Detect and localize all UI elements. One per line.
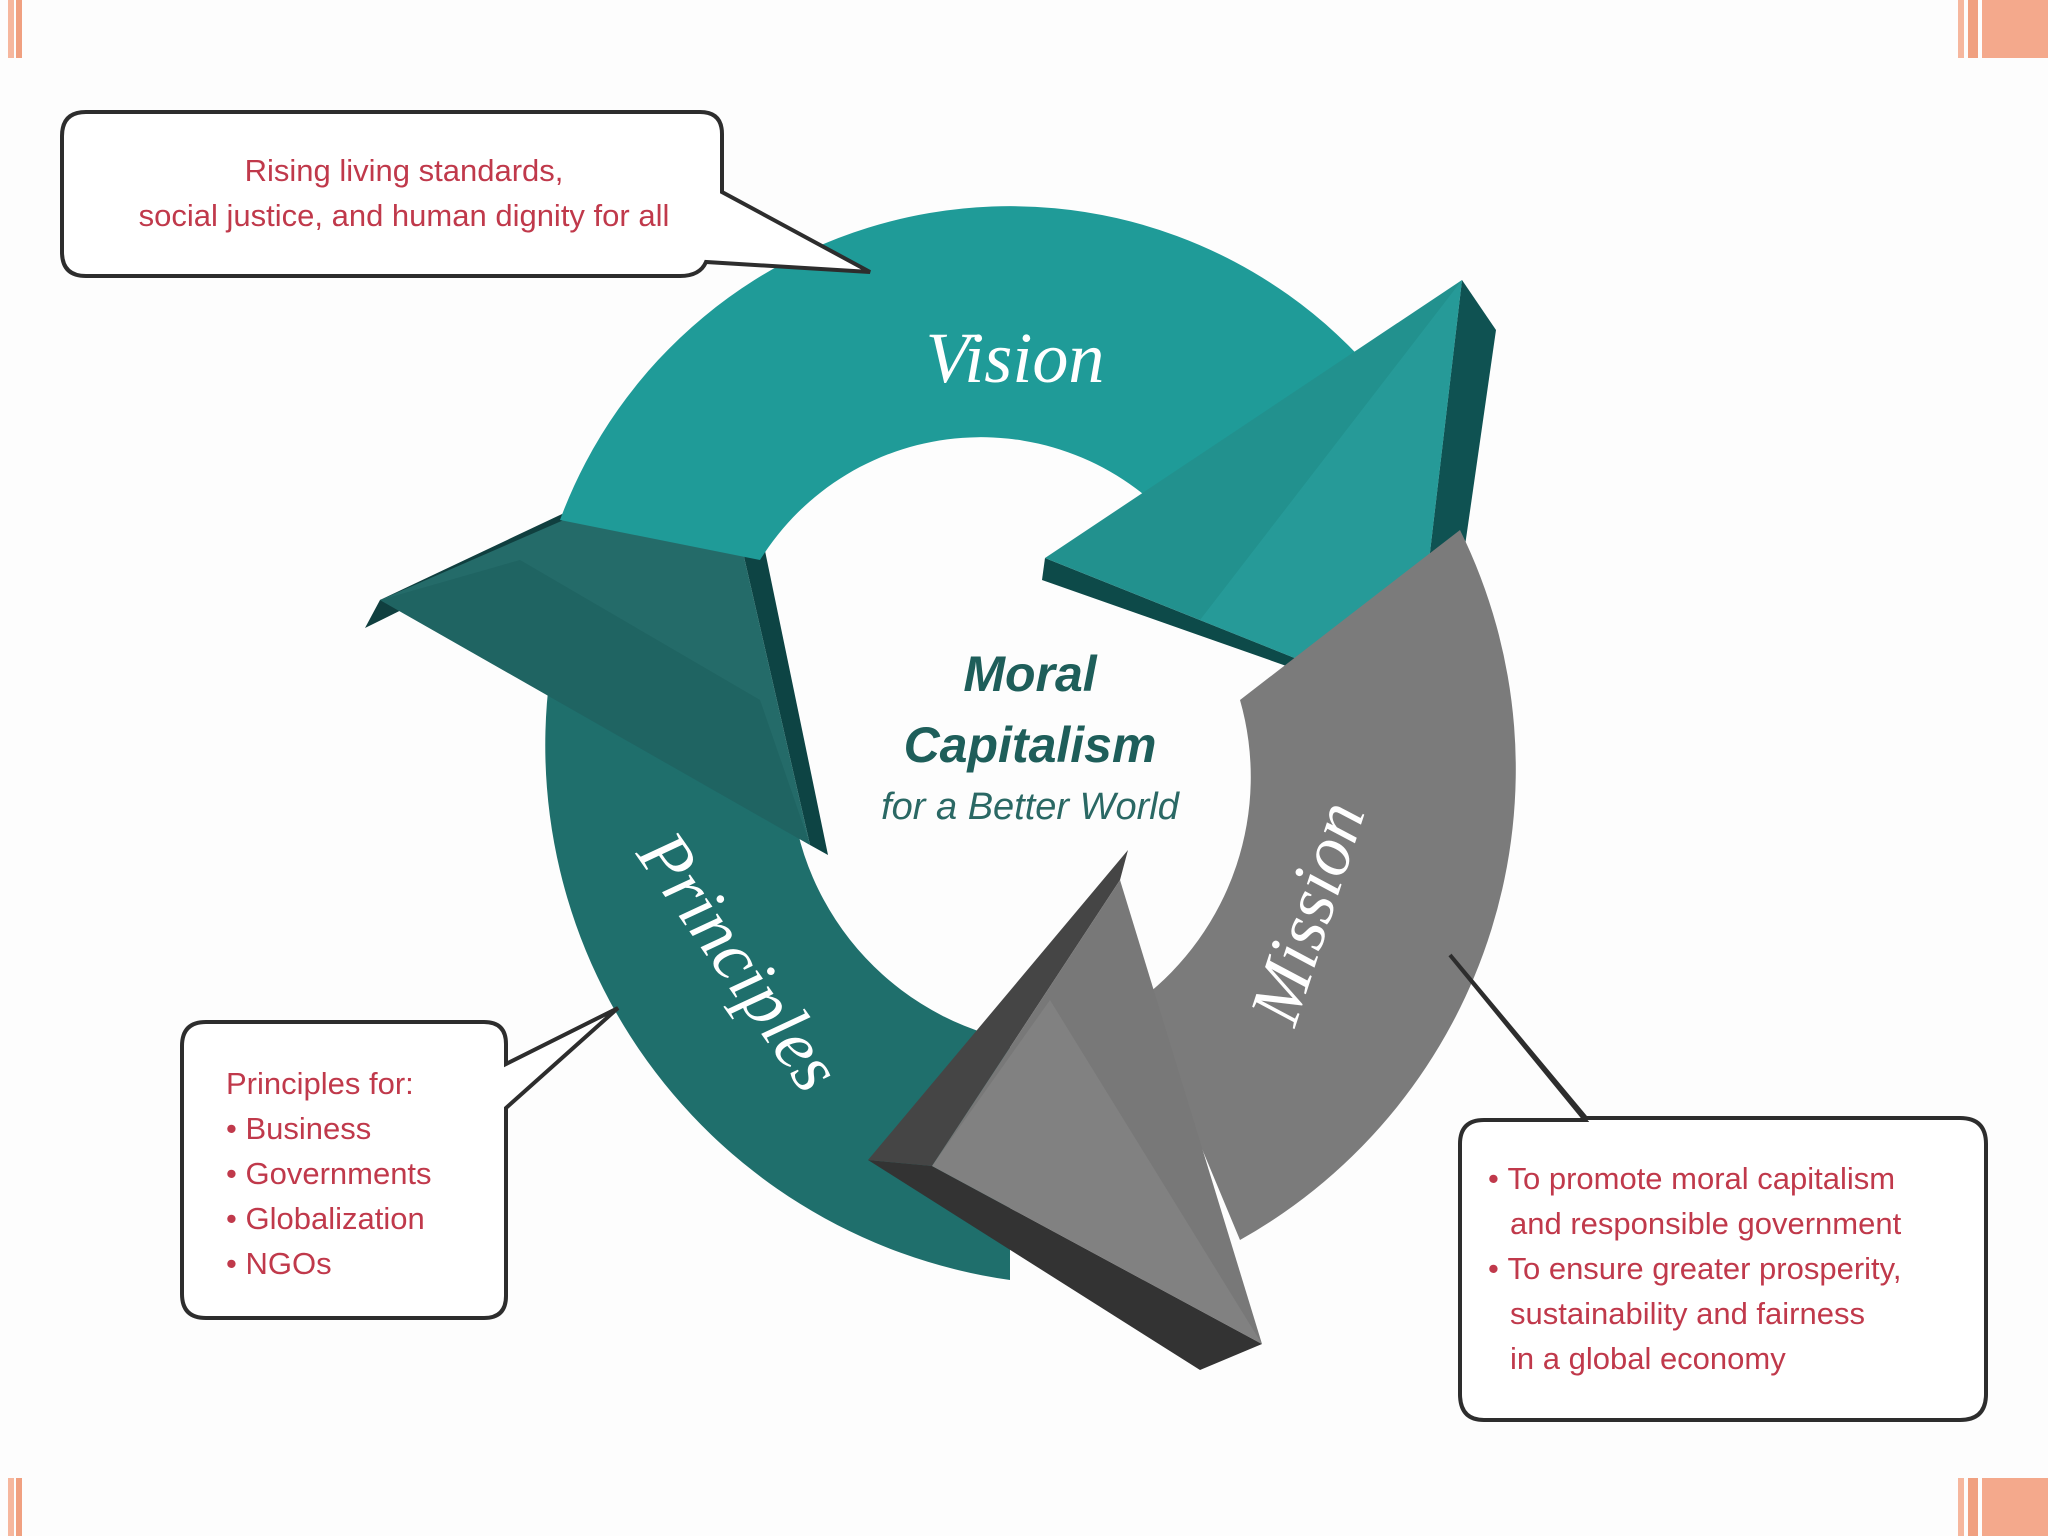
mission-callout-item: To promote moral capitalism bbox=[1488, 1156, 1901, 1201]
principles-callout-text: Principles for: Business Governments Glo… bbox=[226, 1061, 432, 1286]
center-title-line1: Moral bbox=[820, 645, 1240, 703]
mission-callout-item-continued: and responsible government bbox=[1488, 1201, 1901, 1246]
principles-callout-item: Globalization bbox=[226, 1196, 432, 1241]
mission-callout-item-continued: in a global economy bbox=[1488, 1336, 1901, 1381]
vision-label: Vision bbox=[926, 318, 1105, 398]
principles-callout-heading: Principles for: bbox=[226, 1061, 432, 1106]
mission-callout-text: To promote moral capitalism and responsi… bbox=[1488, 1156, 1901, 1381]
principles-callout-item: NGOs bbox=[226, 1241, 432, 1286]
center-subtitle: for a Better World bbox=[820, 786, 1240, 829]
mission-callout-item: To ensure greater prosperity, bbox=[1488, 1246, 1901, 1291]
mission-callout-item-continued: sustainability and fairness bbox=[1488, 1291, 1901, 1336]
vision-callout-text: Rising living standards, social justice,… bbox=[94, 148, 714, 238]
vision-callout-line: Rising living standards, bbox=[94, 148, 714, 193]
principles-callout-item: Governments bbox=[226, 1151, 432, 1196]
principles-callout-item: Business bbox=[226, 1106, 432, 1151]
vision-callout-line: social justice, and human dignity for al… bbox=[94, 193, 714, 238]
center-title-line2: Capitalism bbox=[820, 716, 1240, 774]
